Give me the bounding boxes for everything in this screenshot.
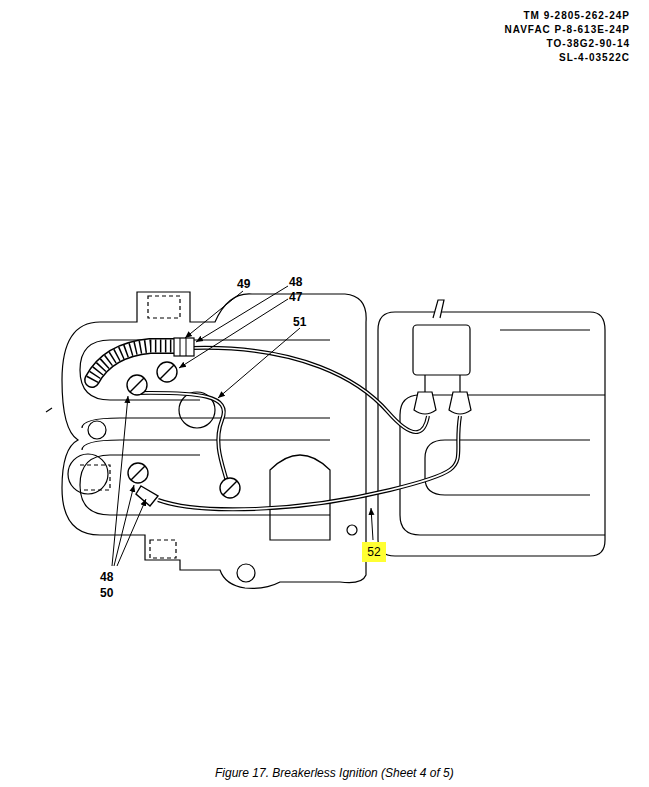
drawing-part	[158, 416, 460, 509]
ignition-coil	[413, 300, 471, 414]
drawing-part	[136, 486, 158, 506]
drawing-part	[150, 540, 176, 558]
drawing-part	[158, 416, 460, 509]
callout-number: 47	[289, 290, 302, 304]
drawing-part	[378, 312, 605, 556]
drawing-part	[220, 478, 240, 498]
highlighted-callout: 52	[362, 542, 386, 562]
document-number: TO-38G2-90-14	[547, 38, 630, 49]
drawing-part	[62, 292, 366, 588]
casting-outline	[46, 292, 605, 588]
drawing-part	[46, 408, 52, 412]
drawing-part	[196, 286, 288, 342]
drawing-part	[413, 325, 470, 375]
drawing-part	[400, 395, 605, 535]
drawing-part	[174, 338, 194, 356]
drawing-part	[128, 463, 148, 483]
drawing-part	[433, 300, 444, 318]
drawing-part	[414, 392, 436, 414]
leader-lines	[112, 286, 373, 566]
drawing-part	[160, 365, 174, 379]
drawing-part	[131, 466, 145, 480]
drawing-part	[371, 508, 373, 540]
drawing-part	[68, 454, 108, 494]
callout-number: 51	[293, 315, 306, 329]
wiring	[135, 348, 460, 509]
drawing-part	[114, 485, 134, 566]
drawing-part	[117, 499, 146, 566]
figure-caption: Figure 17. Breakerless Ignition (Sheet 4…	[215, 766, 454, 780]
drawing-part	[130, 378, 144, 392]
document-number: NAVFAC P-8-613E-24P	[504, 24, 630, 35]
drawing-part	[179, 299, 288, 368]
drawing-part	[135, 393, 228, 486]
drawing-part	[449, 392, 471, 414]
drawing-part	[180, 338, 186, 356]
callout-number: 48	[289, 275, 302, 289]
drawing-part	[237, 564, 255, 582]
drawing-part	[88, 421, 106, 439]
spark-plug-boot	[92, 338, 194, 380]
drawing-part	[82, 418, 330, 450]
callout-number: 49	[237, 277, 250, 291]
document-number: SL-4-03522C	[559, 52, 630, 63]
drawing-part	[127, 375, 147, 395]
callout-number: 50	[100, 586, 113, 600]
drawing-part	[223, 481, 237, 495]
drawing-part	[218, 328, 300, 398]
screws	[127, 362, 240, 506]
drawing-part	[270, 455, 330, 540]
drawing-part	[425, 375, 460, 392]
callout-number: 48	[100, 570, 113, 584]
document-number: TM 9-2805-262-24P	[524, 10, 631, 21]
drawing-part	[148, 296, 180, 318]
drawing-part	[347, 525, 357, 535]
drawing-part	[135, 393, 228, 486]
drawing-part	[157, 362, 177, 382]
callout-number: 52	[367, 545, 380, 559]
drawing-part	[80, 465, 110, 490]
